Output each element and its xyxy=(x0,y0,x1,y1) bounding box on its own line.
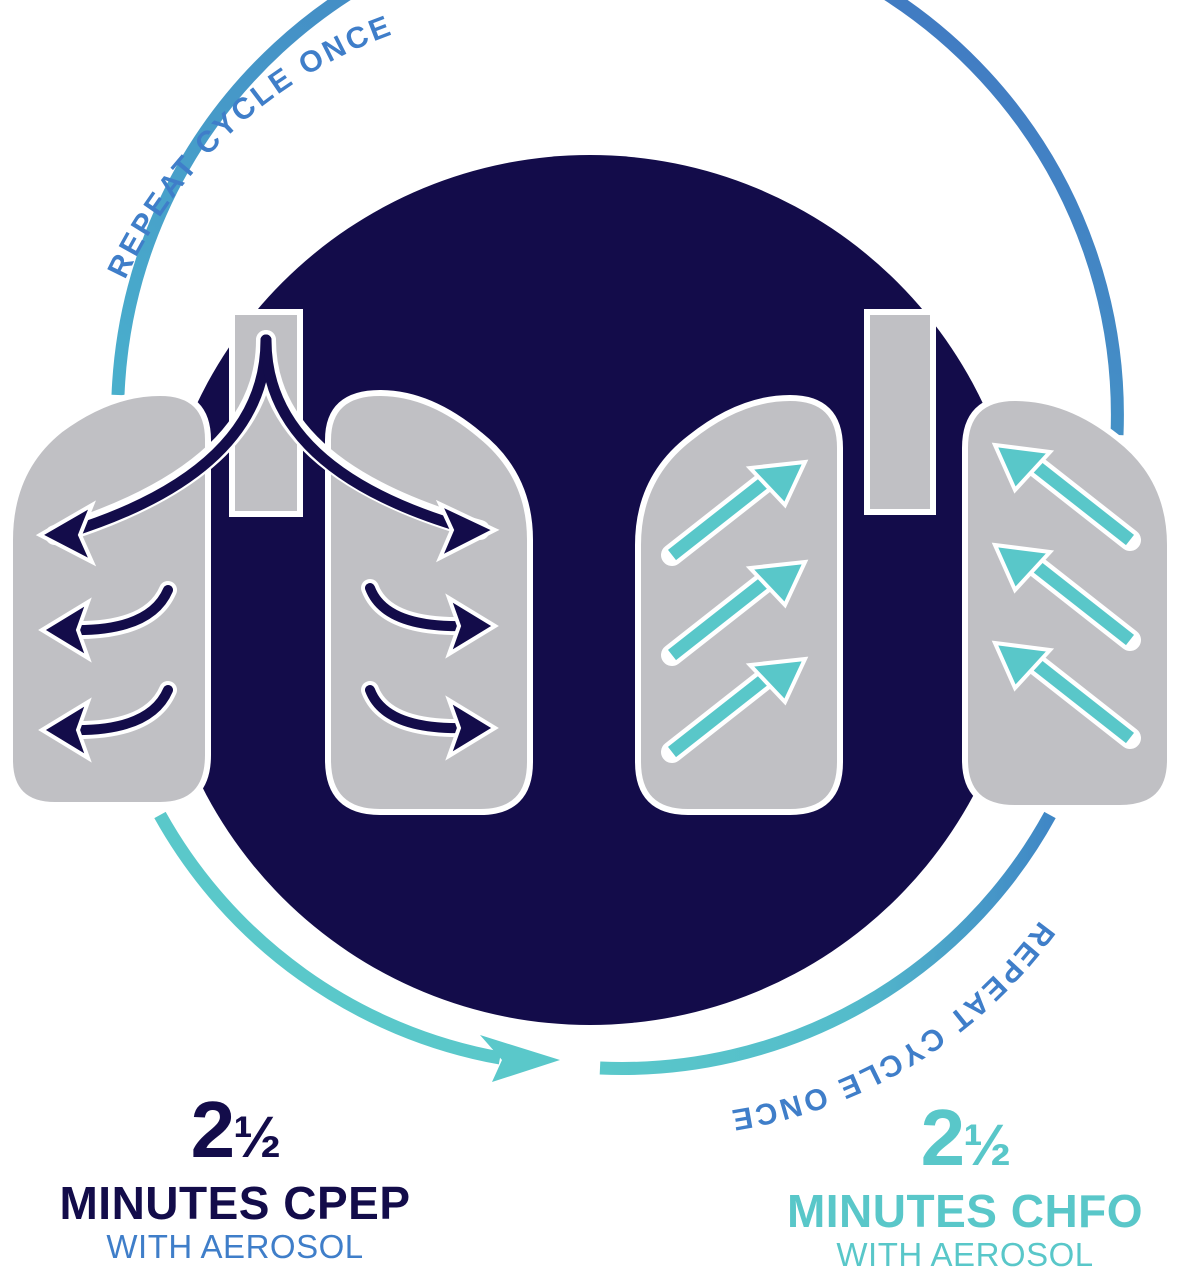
chfo-duration-whole: 2 xyxy=(921,1093,964,1182)
cpep-left-lung xyxy=(10,393,208,805)
chfo-title: MINUTES CHFO xyxy=(750,1186,1177,1236)
central-disc xyxy=(155,155,1025,1025)
chfo-duration: 2½ xyxy=(750,1098,1177,1186)
cpep-duration-fraction: ½ xyxy=(233,1105,279,1170)
cpep-right-lung xyxy=(328,393,530,812)
cpep-duration-whole: 2 xyxy=(191,1085,234,1174)
cpep-duration: 2½ xyxy=(20,1090,450,1178)
chfo-label: 2½ MINUTES CHFO WITH AEROSOL xyxy=(750,1098,1177,1274)
chfo-trachea xyxy=(867,312,933,512)
cpep-subtitle: WITH AEROSOL xyxy=(20,1228,450,1266)
chfo-duration-fraction: ½ xyxy=(963,1113,1009,1178)
chfo-subtitle: WITH AEROSOL xyxy=(750,1236,1177,1274)
cpep-title: MINUTES CPEP xyxy=(20,1178,450,1228)
cpep-label: 2½ MINUTES CPEP WITH AEROSOL xyxy=(20,1090,450,1266)
